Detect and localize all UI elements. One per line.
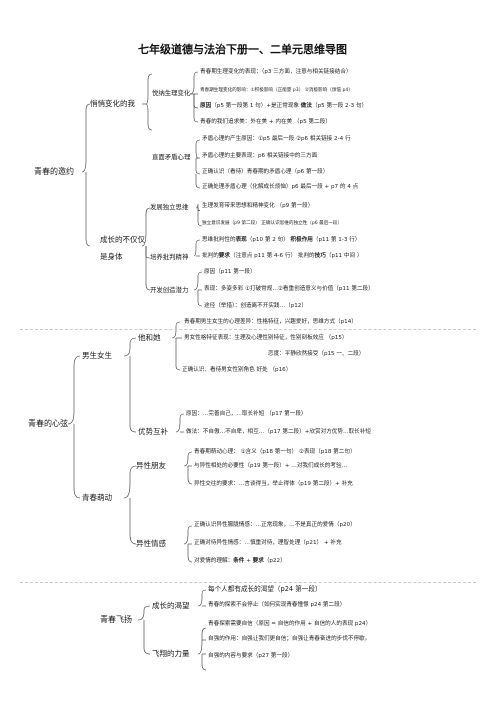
branch-face-contradictions: 直面矛盾心理 [152, 153, 191, 161]
leaf-gender-traits: 男女性格特征表现：生理及心理性别特征，性别刻板效应 （p15） [184, 335, 348, 341]
leaf-cause-label: 原因 [200, 103, 212, 109]
leaf-confidence-needed: 青春探索需要自信（原因 = 自信的作用 + 自信的人的表现 p24） [208, 621, 372, 627]
branch-complementary-strengths: 优势互补 [138, 427, 168, 436]
branch-he-and-she: 他和她 [138, 333, 161, 342]
leaf-everyone-desires-growth: 每个人都有成长的渴望（p24 第一段） [208, 585, 322, 593]
leaf-condition-label: 条件 [233, 558, 245, 564]
leaf-cause-and-method: 原因（p5 第一段第 1 句）+是正常现象 做法（p5 第一段 2-3 句） [200, 103, 368, 110]
leaf-critical-signs: 思维批判性的表现（p10 第 2 句） 积极作用（p11 第 1-3 行） [202, 237, 361, 244]
leaf-love-text-3: （p22） [263, 558, 286, 564]
leaf-thinking-development: 生理发育带来思想和精神变化 （p9 第一段） [202, 203, 314, 209]
leaf-contradiction-signs: 矛盾心理的主要表现：p6 相关链接中的三方面 [202, 153, 318, 159]
leaf-skill-label: 技巧 [314, 253, 326, 259]
leaf-critical-requirements: 批判的要求（注意点 p11 第 4-6 行） 批判的技巧（p11 中间 ） [202, 253, 363, 260]
leaf-love-text-1: 对爱情的理解： [194, 558, 234, 564]
leaf-critical-text-3: （p11 第 1-3 行） [312, 237, 361, 243]
leaf-necessity: 与异性相处的必要性（p19 第一段）+ …对我们成长的考验… [194, 463, 348, 469]
leaf-contradiction-view: 正确认识（看待）青春期的矛盾心理（p6 第一段） [202, 169, 329, 175]
section-root-youth-soaring: 青春飞扬 [100, 615, 132, 624]
leaf-cause-text: （p5 第一段第 1 句）+是正常现象 [211, 103, 301, 109]
leaf-critical-text-2: （p10 第 2 句） [246, 237, 291, 243]
branch-critical-spirit: 培养批判精神 [150, 253, 189, 261]
leaf-complement-method: 做法：不自傲…不自卑，相互…（p17 第二段）+欣赏对方优势…取长补短 [186, 429, 371, 435]
leaf-creativity-reason: 原因（p11 第一段） [204, 269, 256, 275]
leaf-critical-text-1: 思维批判性的 [202, 237, 236, 243]
leaf-req-text-3: （p11 中间 ） [325, 253, 363, 259]
leaf-contradiction-handling: 正确处理矛盾心理（化解成长烦恼）p6 最后一段 + p7 的 4 点 [202, 184, 359, 190]
leaf-req-label: 要求 [218, 253, 230, 259]
leaf-exploration-continues: 青春的探索不会停止（如何实现青春憧憬 p24 第二段） [208, 602, 346, 608]
leaf-self-strengthening-role: 自强的作用：自强让我们更自信；自强让青春奋进的步伐不停歇。 [208, 636, 371, 642]
branch-independent-thinking: 发展独立思维 [150, 203, 189, 211]
leaf-critical-role-label: 积极作用 [290, 237, 313, 243]
topic-growth-beyond-body-line2: 是身体 [100, 252, 123, 261]
leaf-gender-roles: 正确认识、看待男女性别角色 好处 （p16） [182, 367, 292, 373]
leaf-attitude: 恋度：平静欣然接受（p15 一、二段） [268, 351, 365, 357]
branch-opposite-sex-feelings: 异性情感 [136, 539, 166, 548]
leaf-feelings-treatment: 正确对待异性情感：…慎重对待，理智处理（p21） + 补充 [194, 540, 342, 546]
branch-accept-physical-changes: 悦纳生理变化 [152, 89, 191, 97]
section-divider [20, 329, 476, 330]
branch-desire-to-grow: 成长的渴望 [152, 601, 190, 610]
leaf-physical-changes-signs: 青春期生理变化的表现：（p3 三方面，注意与相关链接结合） [200, 69, 352, 75]
topic-youth-awakening: 青春萌动 [82, 493, 112, 502]
page-title: 七年级道德与法治下册一、二单元思维导图 [138, 43, 347, 56]
leaf-requirement-label: 要求 [252, 558, 264, 564]
leaf-interaction-requirements: 异性交往的要求：…言谈得当，举止得体（p19 第二段）+ 补充 [194, 481, 353, 487]
leaf-independence-awareness: 独立意识发展（p9 第二段） 正确认识思维的独立性（p6 最后一段） [202, 221, 343, 226]
leaf-love-text-2: + [244, 558, 253, 564]
topic-changing-me: 悄悄变化的我 [90, 99, 135, 108]
section-root-youth-invitation: 青春的邀约 [34, 167, 74, 176]
topic-growth-beyond-body-line1: 成长的不仅仅 [100, 235, 145, 244]
leaf-req-text-2: （注意点 p11 第 4-6 行） 批判的 [230, 253, 315, 259]
leaf-method-label: 做法 [300, 103, 312, 109]
topic-boys-girls: 男生女生 [82, 351, 112, 360]
leaf-req-text-1: 批判的 [202, 253, 219, 259]
leaf-method-text: （p5 第一段 2-3 句） [312, 103, 368, 109]
leaf-psych-differences: 青春期男生女生的心理差异：性格特征，兴趣爱好，思维方式（p14） [184, 319, 357, 325]
branch-power-of-flight: 飞翔的力量 [152, 649, 190, 658]
section-divider [20, 582, 476, 583]
leaf-contradiction-causes: 矛盾心理的产生原因：①p5 最后一段 ②p6 相关链接 2-4 行 [202, 136, 351, 142]
section-root-youth-heartstrings: 青春的心弦 [28, 419, 68, 428]
leaf-awakening-meaning: 青春期萌动心理： ①含义（p18 第一句） ②表现（p18 第二句） [194, 449, 356, 455]
leaf-complement-reason: 原因：…完善自己，…取长补短 （p17 第一段） [186, 411, 307, 417]
leaf-physical-changes-effects: 青春期生理变化的影响：①积极影响（正能量 p3） ②消极影响（烦恼 p4） [200, 88, 353, 93]
leaf-self-strengthening-content: 自强的内容与要求（p27 第一段） [208, 653, 294, 659]
branch-creative-potential: 开发创造潜力 [150, 286, 189, 294]
leaf-critical-signs-label: 表现 [235, 237, 247, 243]
leaf-creativity-path: 途径（举措）：创造离不开实践…（p12） [204, 303, 307, 309]
leaf-creativity-signs: 表现：多姿多彩 ①打破常规…②看重创造意义与价值（p11 第二段） [204, 286, 374, 292]
leaf-love-understanding: 对爱情的理解：条件 + 要求（p22） [194, 558, 286, 565]
leaf-feelings-recognition: 正确认识异性朦胧情感：…正常现象，…不是真正的爱情（p20） [194, 522, 356, 528]
branch-opposite-sex-friends: 异性朋友 [136, 461, 166, 470]
leaf-pursuit-of-beauty: 青春的我们追求美：外在美 + 内在美 （p5 第二段） [200, 119, 331, 125]
